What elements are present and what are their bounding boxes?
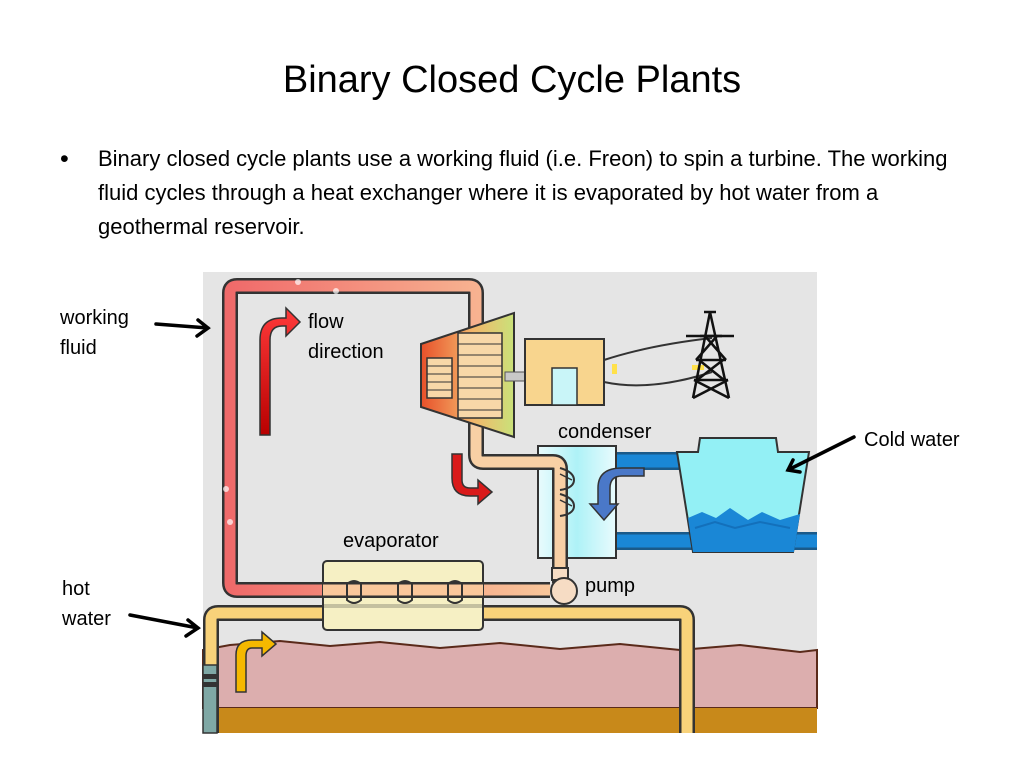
pump-label: pump xyxy=(585,575,635,597)
evaporator-label: evaporator xyxy=(343,530,439,552)
flow-arrow-down xyxy=(451,453,494,506)
transmission-tower-icon xyxy=(686,310,734,400)
cold-water-pointer xyxy=(785,435,856,474)
cooling-tower-water xyxy=(688,508,800,552)
turbine-shaft xyxy=(504,371,526,382)
flow-direction-label-2: direction xyxy=(308,341,384,363)
bullet-marker: • xyxy=(60,145,69,173)
hot-water-pointer xyxy=(128,613,201,638)
reservoir-layer xyxy=(203,708,817,733)
flow-arrow-up xyxy=(259,306,302,436)
pump xyxy=(550,577,578,605)
working-fluid-pointer xyxy=(154,318,211,338)
hot-water-label: hot water xyxy=(62,578,111,630)
power-lines xyxy=(603,337,713,387)
condenser-coil xyxy=(559,467,576,517)
flow-direction-label: flow xyxy=(308,311,344,333)
hot-flow-arrow xyxy=(235,630,278,693)
pointer-arrows xyxy=(128,318,856,638)
slide-title: Binary Closed Cycle Plants xyxy=(282,59,742,101)
cold-water-label: Cold water xyxy=(864,429,960,451)
evaporator-coils xyxy=(346,580,463,604)
turbine-blades xyxy=(426,332,503,419)
rock-layer xyxy=(202,639,818,709)
working-fluid-label: working fluid xyxy=(60,307,129,359)
bullet-text: Binary closed cycle plants use a working… xyxy=(98,146,948,239)
cold-flow-arrow xyxy=(588,467,645,522)
condenser-label: condenser xyxy=(558,421,652,443)
